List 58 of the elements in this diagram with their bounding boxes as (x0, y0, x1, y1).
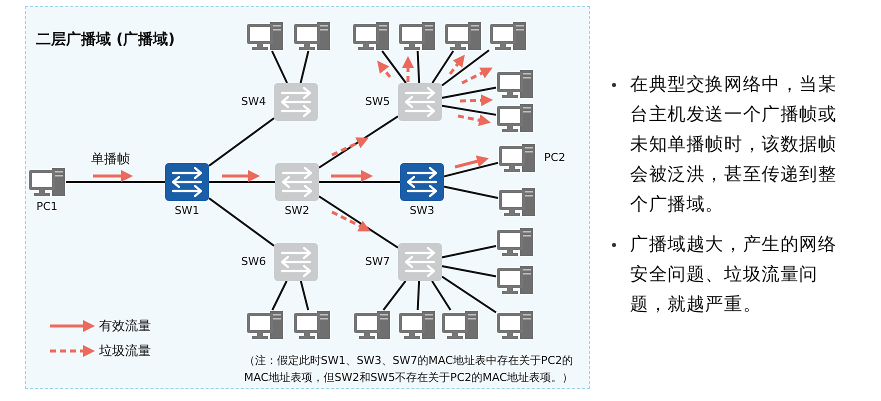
computer-icon (352, 21, 390, 51)
computer-icon (496, 103, 534, 133)
computer-icon (496, 227, 534, 257)
bullet-text: 在典型交换网络中，当某台主机发送一个广播帧或未知单播帧时，该数据帧会被泛洪，甚至传递到整个广播域。 (612, 70, 842, 220)
connection-line (271, 50, 288, 84)
computer-icon (489, 21, 527, 51)
connection-line (444, 186, 498, 199)
connection-line (441, 276, 497, 314)
connection-line (271, 280, 288, 310)
computer-icon (398, 310, 436, 340)
connection-line (441, 49, 490, 86)
connection-line (432, 50, 454, 84)
computer-icon (246, 21, 284, 51)
computer-icon (293, 310, 331, 340)
connection-line (442, 245, 496, 258)
device-label: SW1 (174, 204, 200, 217)
connection-line (66, 181, 165, 183)
title: 二层广播域 (广播域) (36, 30, 175, 49)
device-label: SW3 (408, 204, 436, 217)
connection-line (208, 117, 275, 167)
device-label: SW2 (284, 204, 310, 217)
computer-icon (496, 310, 534, 340)
connection-line (442, 104, 496, 116)
computer-icon (496, 69, 534, 99)
connection-line (209, 181, 275, 183)
computer-icon (496, 265, 534, 295)
legend-text: 垃圾流量 (99, 343, 151, 360)
connection-line (382, 280, 406, 311)
note-text: （注：假定此时SW1、SW3、SW7的MAC地址表中存在关于PC2的MAC地址表项，但SW2和SW5不存在关于PC2的MAC地址表项。） (242, 353, 574, 386)
frame-label: 单播帧 (91, 151, 130, 168)
computer-icon (353, 310, 391, 340)
device-label: SW5 (364, 95, 390, 108)
connection-line (431, 280, 452, 311)
connection-line (381, 50, 407, 84)
connection-line (416, 50, 420, 84)
computer-icon (398, 21, 436, 51)
computer-icon (498, 187, 536, 217)
legend-text: 有效流量 (99, 318, 151, 335)
connection-line (318, 115, 399, 169)
device-label: SW6 (240, 255, 266, 268)
device-label: SW7 (364, 255, 390, 268)
bullet-text: 广播域越大，产生的网络安全问题、垃圾流量问题，就越严重。 (612, 230, 842, 320)
connection-line (442, 265, 496, 278)
computer-icon (441, 310, 479, 340)
connection-line (319, 181, 400, 183)
connection-line (444, 162, 498, 178)
connection-line (318, 195, 399, 249)
device-label: PC1 (35, 200, 59, 213)
connection-line (300, 280, 310, 310)
device-label: PC2 (544, 151, 566, 164)
device-label: SW4 (240, 95, 266, 108)
computer-icon (444, 21, 482, 51)
connection-line (416, 280, 420, 310)
computer-icon (293, 21, 331, 51)
connection-line (442, 86, 496, 99)
connection-line (300, 50, 310, 84)
connection-line (208, 197, 275, 247)
computer-icon (246, 310, 284, 340)
